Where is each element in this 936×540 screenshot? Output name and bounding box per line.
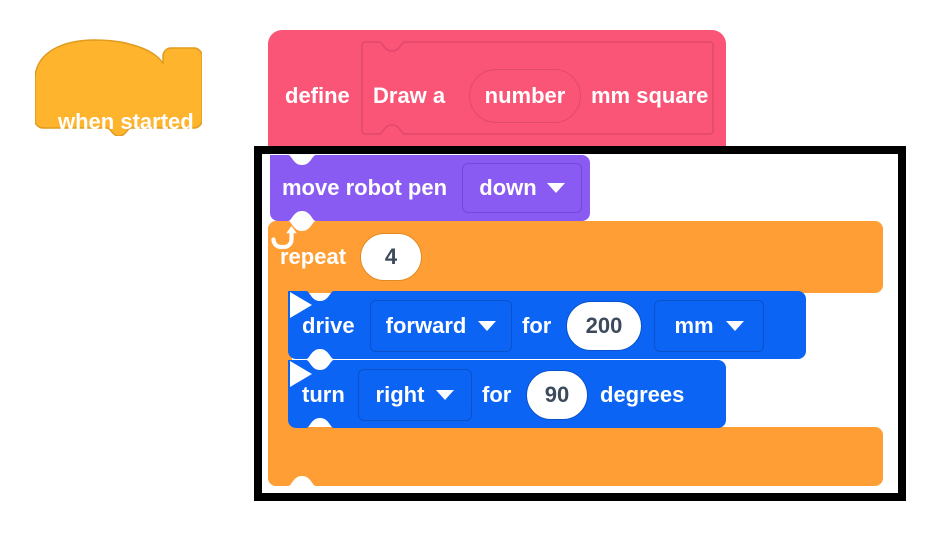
repeat-block-label: repeat [280,244,347,269]
chevron-down-icon [725,321,744,331]
pen-block-shape [270,155,590,221]
repeat-count-value: 4 [384,244,398,269]
play-triangle-icon[interactable] [288,360,314,388]
drive-connector-label: for [522,313,552,338]
turn-direction-dropdown[interactable]: right [358,369,472,421]
chevron-down-icon [546,183,565,193]
chevron-down-icon [478,321,497,331]
drive-direction-value: forward [385,313,467,338]
define-block[interactable]: define Draw a number mm square [268,30,726,148]
turn-connector-label: for [482,382,512,407]
drive-direction-dropdown[interactable]: forward [370,300,512,352]
play-triangle-icon[interactable] [288,291,314,319]
turn-direction-value: right [375,382,425,407]
turn-block-shape [288,360,726,428]
pen-state-value: down [479,175,537,200]
drive-block-label: drive [302,313,355,338]
drive-unit-dropdown[interactable]: mm [654,300,764,352]
turn-block-label: turn [302,382,345,407]
define-parameter-number[interactable]: number [469,69,581,123]
define-prototype-text-after: mm square [591,83,709,108]
define-prototype[interactable]: Draw a number mm square [361,41,714,135]
define-parameter-label: number [484,83,566,108]
drive-block[interactable]: drive forward for 200 mm [288,291,806,359]
chevron-down-icon [436,390,455,400]
repeat-block-shape [268,221,883,486]
loop-arrow-icon [271,226,297,250]
turn-amount-input[interactable]: 90 [526,370,588,420]
pen-block-label: move robot pen [282,175,448,200]
move-robot-pen-block[interactable]: move robot pen down [270,155,590,221]
drive-block-shape [288,291,806,359]
pen-state-dropdown[interactable]: down [462,163,582,213]
define-keyword-label: define [285,83,350,108]
when-started-hat-block[interactable]: when started [35,38,202,136]
turn-amount-value: 90 [544,382,570,407]
repeat-count-input[interactable]: 4 [360,233,422,281]
drive-amount-input[interactable]: 200 [566,301,642,351]
repeat-block[interactable]: repeat 4 [268,221,883,486]
turn-block[interactable]: turn right for 90 degrees [288,360,726,428]
drive-unit-value: mm [674,313,714,338]
define-prototype-text-before: Draw a [373,83,446,108]
define-prototype-outline [361,41,714,135]
define-block-shape [268,30,726,148]
turn-unit-label: degrees [600,382,685,407]
hat-block-label: when started [58,109,194,134]
drive-amount-value: 200 [585,313,623,338]
